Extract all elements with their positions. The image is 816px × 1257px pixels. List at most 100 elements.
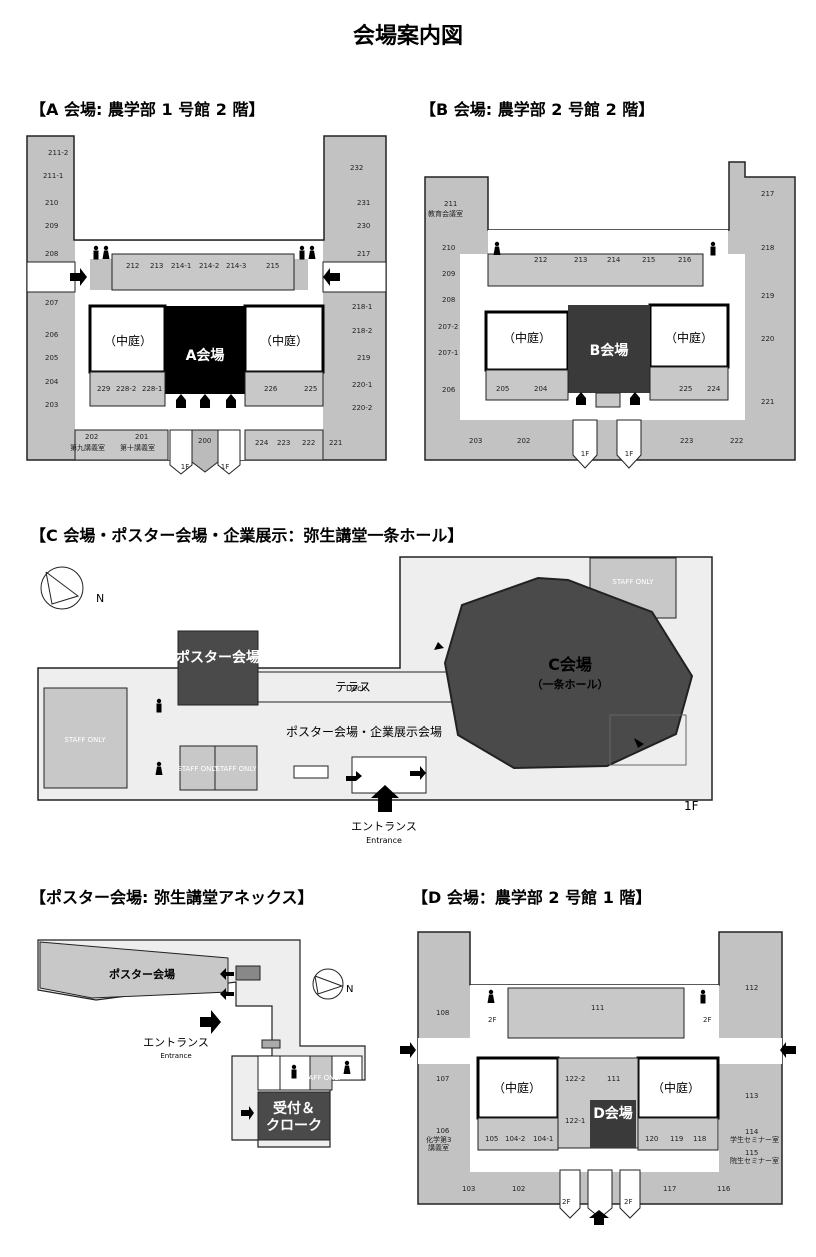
entrance-c: エントランス <box>351 820 417 833</box>
entrance-annex: エントランス <box>143 1036 209 1049</box>
svg-text:114: 114 <box>745 1128 759 1136</box>
svg-text:226: 226 <box>264 385 278 393</box>
svg-text:223: 223 <box>680 437 693 445</box>
svg-text:2F: 2F <box>488 1016 496 1024</box>
svg-text:学生セミナー室: 学生セミナー室 <box>730 1135 779 1144</box>
svg-text:107: 107 <box>436 1075 449 1083</box>
section-b-heading: 【B 会場: 農学部 2 号館 2 階】 <box>420 100 655 119</box>
svg-text:1F: 1F <box>181 463 189 471</box>
section-d-heading: 【D 会場：農学部 2 号館 1 階】 <box>412 888 652 907</box>
svg-text:206: 206 <box>442 386 456 394</box>
svg-text:122-1: 122-1 <box>565 1117 585 1125</box>
courtyard-a-left: （中庭） <box>104 333 152 348</box>
svg-text:122-2: 122-2 <box>565 1075 585 1083</box>
svg-text:第九講義室: 第九講義室 <box>70 443 105 452</box>
svg-text:108: 108 <box>436 1009 449 1017</box>
svg-text:215: 215 <box>642 256 655 264</box>
section-c-heading: 【C 会場・ポスター会場・企業展示：弥生講堂一条ホール】 <box>30 526 464 545</box>
section-annex-heading: 【ポスター会場: 弥生講堂アネックス】 <box>30 888 314 907</box>
svg-text:2F: 2F <box>562 1198 570 1206</box>
svg-text:210: 210 <box>45 199 58 207</box>
courtyard-b-right: （中庭） <box>665 330 713 345</box>
svg-text:207-2: 207-2 <box>438 323 458 331</box>
hall-c-label: C会場 <box>548 655 592 674</box>
svg-text:220-1: 220-1 <box>352 381 372 389</box>
svg-text:120: 120 <box>645 1135 658 1143</box>
terrace-en: Deck <box>346 684 366 693</box>
svg-text:224: 224 <box>707 385 721 393</box>
svg-text:232: 232 <box>350 164 363 172</box>
svg-text:116: 116 <box>717 1185 731 1193</box>
svg-text:213: 213 <box>574 256 587 264</box>
svg-text:216: 216 <box>678 256 692 264</box>
svg-text:207: 207 <box>45 299 58 307</box>
svg-text:220: 220 <box>761 335 774 343</box>
svg-text:200: 200 <box>198 437 211 445</box>
svg-text:203: 203 <box>469 437 482 445</box>
svg-text:1F: 1F <box>625 450 633 458</box>
svg-text:220-2: 220-2 <box>352 404 372 412</box>
terrace-label: テラス <box>335 680 371 694</box>
svg-text:205: 205 <box>496 385 509 393</box>
hall-d-label: D会場 <box>593 1105 633 1122</box>
svg-text:221: 221 <box>761 398 774 406</box>
north-mark-c: N <box>96 592 104 605</box>
entrance-annex-en: Entrance <box>160 1052 191 1060</box>
svg-text:112: 112 <box>745 984 758 992</box>
svg-text:230: 230 <box>357 222 370 230</box>
staff-only-c-3: STAFF ONLY <box>215 765 257 773</box>
svg-text:228-1: 228-1 <box>142 385 162 393</box>
svg-text:講義室: 講義室 <box>428 1143 449 1152</box>
section-a-heading: 【A 会場: 農学部 1 号館 2 階】 <box>30 100 265 119</box>
svg-text:113: 113 <box>745 1092 758 1100</box>
svg-text:205: 205 <box>45 354 58 362</box>
poster-room-annex: ポスター会場 <box>109 967 175 981</box>
svg-text:102: 102 <box>512 1185 525 1193</box>
svg-text:214-3: 214-3 <box>226 262 246 270</box>
entrance-c-en: Entrance <box>366 836 402 845</box>
svg-text:104-2: 104-2 <box>505 1135 525 1143</box>
svg-text:202: 202 <box>85 433 98 441</box>
svg-text:213: 213 <box>150 262 163 270</box>
svg-text:203: 203 <box>45 401 58 409</box>
hall-b-label: B会場 <box>590 342 629 359</box>
page-title: 会場案内図 <box>352 24 463 49</box>
svg-text:118: 118 <box>693 1135 706 1143</box>
svg-text:218-2: 218-2 <box>352 327 372 335</box>
svg-text:化学第3: 化学第3 <box>426 1135 451 1144</box>
staff-only-c-1: STAFF ONLY <box>64 736 106 744</box>
map-d: D会場 （中庭） （中庭） 2F 2F 2F 2F 108 107 106 化学… <box>400 931 796 1225</box>
svg-text:117: 117 <box>663 1185 676 1193</box>
hall-a-label: A会場 <box>186 347 225 364</box>
svg-text:222: 222 <box>302 439 315 447</box>
svg-text:218-1: 218-1 <box>352 303 372 311</box>
floor-label-c: 1F <box>684 799 699 813</box>
svg-text:215: 215 <box>266 262 279 270</box>
svg-text:208: 208 <box>442 296 455 304</box>
svg-text:111: 111 <box>607 1075 620 1083</box>
svg-text:219: 219 <box>761 292 774 300</box>
svg-text:223: 223 <box>277 439 290 447</box>
staff-only-c-4: STAFF ONLY <box>612 578 654 586</box>
svg-text:209: 209 <box>45 222 58 230</box>
courtyard-d-right: （中庭） <box>652 1080 700 1095</box>
svg-text:225: 225 <box>679 385 692 393</box>
svg-text:第十講義室: 第十講義室 <box>120 443 155 452</box>
svg-text:211: 211 <box>444 200 457 208</box>
svg-text:204: 204 <box>45 378 59 386</box>
svg-text:106: 106 <box>436 1127 450 1135</box>
svg-text:208: 208 <box>45 250 58 258</box>
svg-text:222: 222 <box>730 437 743 445</box>
svg-text:2F: 2F <box>624 1198 632 1206</box>
svg-text:111: 111 <box>591 1004 604 1012</box>
svg-text:202: 202 <box>517 437 530 445</box>
svg-text:231: 231 <box>357 199 370 207</box>
svg-text:院生セミナー室: 院生セミナー室 <box>730 1156 779 1165</box>
svg-text:214-2: 214-2 <box>199 262 219 270</box>
cloak-label: クローク <box>266 1118 322 1134</box>
courtyard-d-left: （中庭） <box>493 1080 541 1095</box>
svg-text:201: 201 <box>135 433 148 441</box>
svg-text:210: 210 <box>442 244 455 252</box>
map-annex: N ポスター会場 エントランス Entrance 受付＆ クローク STAFF … <box>37 939 366 1148</box>
